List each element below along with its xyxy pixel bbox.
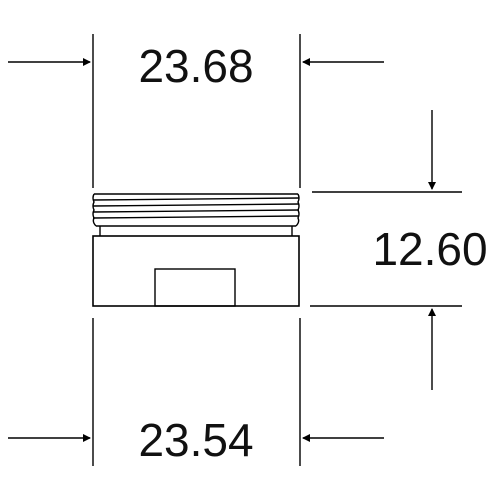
slot-notch bbox=[154, 268, 236, 307]
thread-line-5 bbox=[92, 215, 300, 219]
top-width-label: 23.68 bbox=[138, 40, 253, 92]
height-label: 12.60 bbox=[372, 223, 487, 275]
extension-lines bbox=[92, 34, 462, 466]
thread-line-4 bbox=[92, 209, 300, 213]
thread-line-2 bbox=[92, 197, 300, 201]
dimension-arrows bbox=[8, 58, 436, 442]
thread-line-3 bbox=[92, 203, 300, 207]
bottom-width-label: 23.54 bbox=[138, 414, 253, 466]
part-body bbox=[92, 235, 300, 307]
threaded-part bbox=[92, 193, 300, 307]
